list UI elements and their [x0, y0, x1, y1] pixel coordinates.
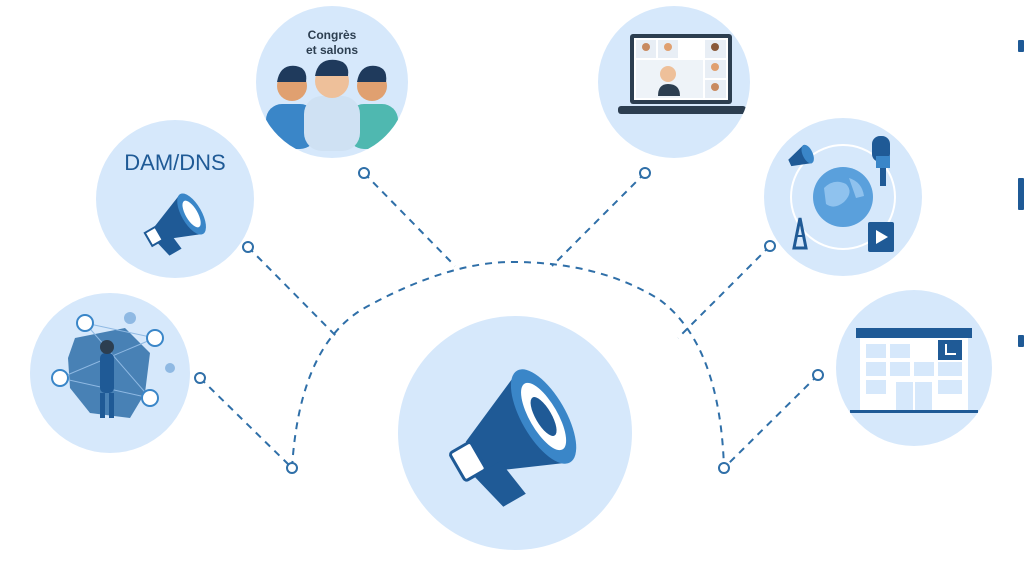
edge-mark: [1018, 178, 1024, 210]
connector-congres: [363, 172, 456, 267]
node-network: [30, 293, 190, 453]
node-lab: [836, 290, 992, 446]
node-dam-dns: DAM/DNS: [96, 120, 254, 278]
node-webinar: [598, 6, 750, 158]
congres-label-line2: et salons: [305, 43, 359, 57]
endpoint-network: [194, 372, 206, 384]
node-congres: Congrès et salons: [256, 6, 408, 158]
endpoint-lab: [812, 369, 824, 381]
connector-lab: [727, 374, 819, 465]
endpoint-webinar: [639, 167, 651, 179]
connector-media: [677, 245, 771, 339]
people-group-icon: [266, 59, 398, 151]
megaphone-icon: [143, 193, 206, 256]
video-conference-laptop-icon: [618, 34, 746, 114]
connector-network: [199, 377, 289, 465]
endpoint-network-arc: [286, 462, 298, 474]
connector-webinar: [551, 172, 646, 267]
edge-mark: [1018, 335, 1024, 347]
endpoint-congres: [358, 167, 370, 179]
megaphone-icon: [449, 369, 577, 507]
center-node: [398, 316, 632, 550]
main-arc: [291, 260, 725, 469]
laboratory-building-icon: [850, 328, 978, 413]
france-network-map-icon: [51, 312, 175, 418]
endpoint-media: [764, 240, 776, 252]
congres-label-line1: Congrès: [307, 28, 357, 42]
endpoint-lab-arc: [718, 462, 730, 474]
edge-mark: [1018, 40, 1024, 52]
endpoint-dam-dns: [242, 241, 254, 253]
connector-dam-dns: [247, 246, 339, 339]
dam-dns-label: DAM/DNS: [124, 150, 226, 175]
globe-media-icon: [788, 136, 896, 252]
node-media: [764, 118, 922, 276]
